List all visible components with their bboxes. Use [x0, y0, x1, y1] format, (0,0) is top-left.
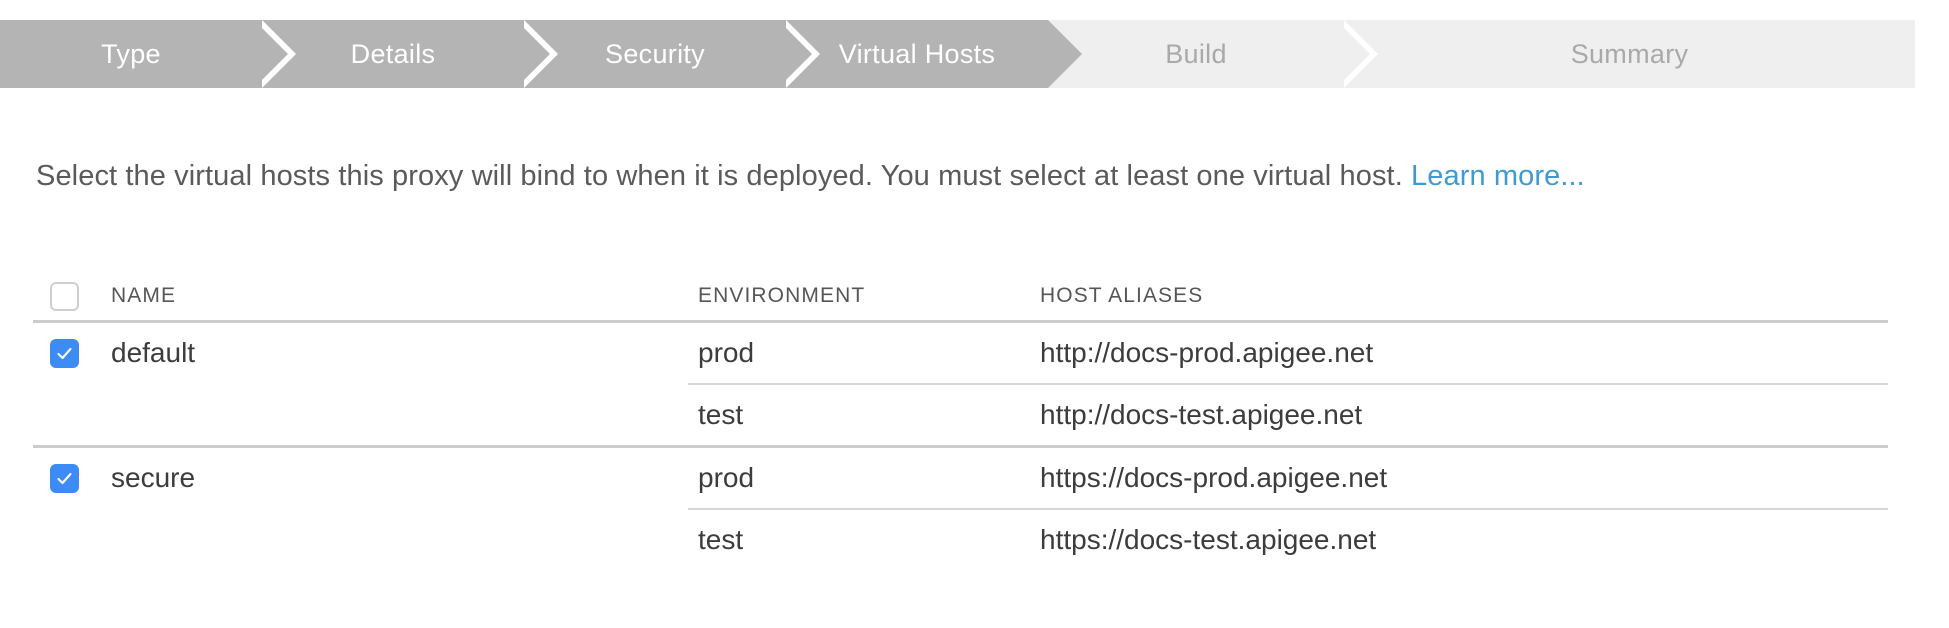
table-row: secure prod https://docs-prod.apigee.net — [33, 448, 1888, 508]
row-checkbox-default[interactable] — [50, 338, 79, 368]
wizard-step-virtual-hosts[interactable]: Virtual Hosts — [786, 20, 1082, 88]
host-alias-value: http://docs-prod.apigee.net — [1040, 337, 1374, 368]
row-inner-divider — [33, 383, 1888, 385]
chevron-separator-icon — [524, 20, 558, 88]
column-header-environment[interactable]: ENVIRONMENT — [698, 284, 866, 307]
table-group-default: default prod http://docs-prod.apigee.net… — [33, 323, 1888, 445]
row-inner-divider — [33, 508, 1888, 510]
wizard-step-label: Summary — [1570, 38, 1689, 69]
page-description: Select the virtual hosts this proxy will… — [36, 160, 1585, 193]
wizard-step-build[interactable]: Build — [1048, 20, 1378, 88]
row-select-cell — [33, 338, 111, 368]
wizard-step-label: Build — [1165, 38, 1227, 69]
environment-value: prod — [698, 462, 755, 493]
wizard-step-details[interactable]: Details — [262, 20, 558, 88]
table-group-divider — [33, 445, 1888, 448]
wizard-step-summary[interactable]: Summary — [1344, 20, 1915, 88]
table-row: default prod http://docs-prod.apigee.net — [33, 323, 1888, 383]
description-text: Select the virtual hosts this proxy will… — [36, 160, 1403, 192]
host-alias-value: https://docs-prod.apigee.net — [1040, 462, 1388, 493]
wizard-step-label: Virtual Hosts — [838, 38, 996, 69]
select-all-checkbox[interactable] — [50, 281, 79, 311]
wizard-step-label: Type — [101, 38, 161, 69]
virtual-host-name: default — [111, 337, 196, 368]
table-header-divider — [33, 320, 1888, 323]
table-row: test https://docs-test.apigee.net — [33, 510, 1888, 570]
table-row: test http://docs-test.apigee.net — [33, 385, 1888, 445]
virtual-hosts-table: NAME ENVIRONMENT HOST ALIASES default pr… — [33, 272, 1888, 570]
checkmark-icon — [56, 288, 73, 305]
checkmark-icon — [57, 347, 72, 359]
chevron-arrow-end-icon — [1048, 20, 1082, 88]
row-checkbox-secure[interactable] — [50, 463, 79, 493]
chevron-separator-icon — [1344, 20, 1378, 88]
divider-line — [688, 508, 1888, 510]
wizard-step-security[interactable]: Security — [524, 20, 820, 88]
column-header-host-aliases[interactable]: HOST ALIASES — [1040, 284, 1204, 307]
wizard-step-label: Details — [350, 38, 436, 69]
select-all-cell — [33, 281, 111, 311]
host-alias-value: https://docs-test.apigee.net — [1040, 524, 1377, 555]
checkmark-icon — [57, 472, 72, 484]
learn-more-link[interactable]: Learn more... — [1411, 160, 1585, 192]
wizard-stepper: Type Details Security Virtual Hosts — [0, 20, 1949, 88]
wizard-step-label: Security — [605, 38, 705, 69]
row-select-cell — [33, 463, 111, 493]
wizard-step-type[interactable]: Type — [0, 20, 296, 88]
column-header-name[interactable]: NAME — [111, 284, 177, 307]
environment-value: prod — [698, 337, 755, 368]
chevron-separator-icon — [262, 20, 296, 88]
environment-value: test — [698, 399, 744, 430]
environment-value: test — [698, 524, 744, 555]
divider-line — [688, 383, 1888, 385]
virtual-host-name: secure — [111, 462, 196, 493]
host-alias-value: http://docs-test.apigee.net — [1040, 399, 1363, 430]
chevron-separator-icon — [786, 20, 820, 88]
table-header-row: NAME ENVIRONMENT HOST ALIASES — [33, 272, 1888, 320]
table-group-secure: secure prod https://docs-prod.apigee.net… — [33, 448, 1888, 570]
